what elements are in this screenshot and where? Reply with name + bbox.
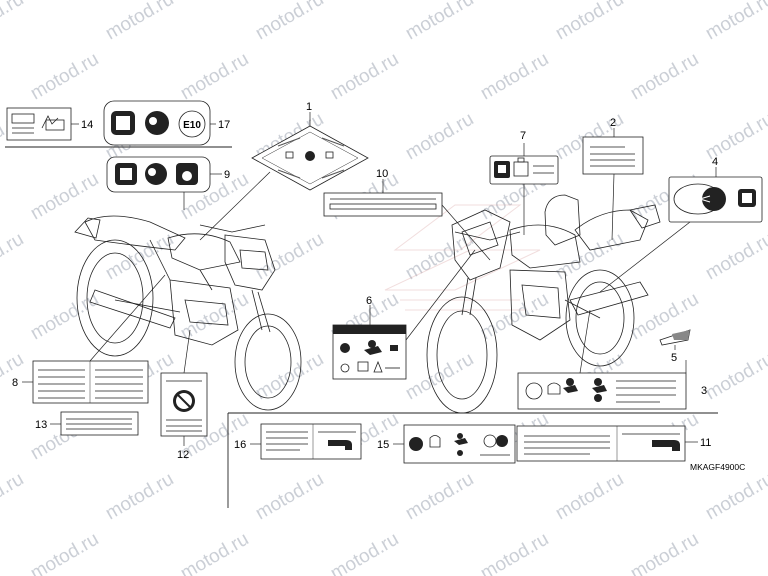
label-8-info-decal bbox=[32, 360, 149, 404]
label-10-strip-decal bbox=[323, 192, 443, 217]
callout-number-1: 1 bbox=[306, 101, 312, 113]
callout-number-9: 9 bbox=[224, 169, 230, 181]
callout-number-8: 8 bbox=[12, 377, 18, 389]
callout-number-12: 12 bbox=[177, 449, 189, 461]
callout-number-4: 4 bbox=[712, 156, 718, 168]
label-16-info-decal bbox=[260, 423, 362, 460]
watermark-text: motod.ru bbox=[327, 529, 402, 576]
watermark-text: motod.ru bbox=[0, 229, 27, 285]
watermark-text: motod.ru bbox=[0, 469, 27, 525]
label-17-fuel-icons-decal: E10 bbox=[103, 100, 211, 146]
watermark-text: motod.ru bbox=[627, 49, 702, 105]
watermark-text: motod.ru bbox=[252, 0, 327, 44]
watermark-text: motod.ru bbox=[27, 49, 102, 105]
callout-number-2: 2 bbox=[610, 117, 616, 129]
watermark-text: motod.ru bbox=[252, 229, 327, 285]
label-7-luggage-decal bbox=[489, 155, 559, 185]
watermark-text: motod.ru bbox=[702, 0, 768, 44]
watermark-text: motod.ru bbox=[402, 0, 477, 44]
callout-number-3: 3 bbox=[701, 385, 707, 397]
watermark-text: motod.ru bbox=[27, 169, 102, 225]
watermark-text: motod.ru bbox=[252, 349, 327, 405]
watermark-text: motod.ru bbox=[702, 349, 768, 405]
label-13-strip-decal bbox=[60, 411, 139, 436]
watermark-text: motod.ru bbox=[477, 49, 552, 105]
watermark-text: motod.ru bbox=[27, 289, 102, 345]
watermark-text: motod.ru bbox=[702, 469, 768, 525]
watermark-text: motod.ru bbox=[327, 49, 402, 105]
callout-number-7: 7 bbox=[520, 130, 526, 142]
diagram-code: MKAGF4900C bbox=[690, 462, 745, 472]
left-motorcycle-illustration bbox=[74, 215, 302, 411]
watermark-text: motod.ru bbox=[177, 529, 252, 576]
label-12-warning-decal bbox=[160, 372, 208, 437]
watermark-text: motod.ru bbox=[402, 229, 477, 285]
watermark-text: motod.ru bbox=[402, 109, 477, 165]
watermark-text: motod.ru bbox=[477, 529, 552, 576]
label-2-brand-decal bbox=[582, 136, 644, 175]
label-5-strip-decal bbox=[659, 329, 691, 346]
watermark-text: motod.ru bbox=[27, 529, 102, 576]
watermark-text: motod.ru bbox=[102, 469, 177, 525]
watermark-text: motod.ru bbox=[627, 529, 702, 576]
watermark-text: motod.ru bbox=[252, 469, 327, 525]
callout-number-15: 15 bbox=[377, 439, 389, 451]
watermark-text: motod.ru bbox=[702, 229, 768, 285]
callout-number-14: 14 bbox=[81, 119, 93, 131]
callout-number-16: 16 bbox=[234, 439, 246, 451]
right-motorcycle-illustration bbox=[426, 194, 661, 414]
label-3-riding-info-decal bbox=[517, 372, 687, 410]
callout-number-10: 10 bbox=[376, 168, 388, 180]
callout-number-17: 17 bbox=[218, 119, 230, 131]
callout-number-6: 6 bbox=[366, 295, 372, 307]
watermark-text: motod.ru bbox=[177, 289, 252, 345]
watermark-text: motod.ru bbox=[102, 0, 177, 44]
watermark-text: motod.ru bbox=[552, 469, 627, 525]
callout-number-13: 13 bbox=[35, 419, 47, 431]
watermark-text: motod.ru bbox=[627, 289, 702, 345]
callout-number-5: 5 bbox=[671, 352, 677, 364]
label-6-warning-decal bbox=[332, 324, 407, 380]
label-4-chain-decal bbox=[668, 176, 763, 223]
callout-leader-lines bbox=[22, 112, 717, 446]
label-11-info-decal bbox=[516, 425, 686, 462]
watermark-text: motod.ru bbox=[402, 469, 477, 525]
e10-fuel-text: E10 bbox=[183, 120, 201, 131]
watermark-text: motod.ru bbox=[552, 0, 627, 44]
label-1-diamond-decal bbox=[251, 125, 369, 191]
label-14-info-decal bbox=[6, 107, 72, 141]
watermark-text: motod.ru bbox=[177, 49, 252, 105]
label-15-riding-info-decal bbox=[403, 424, 516, 464]
ghost-brand-logo bbox=[384, 204, 541, 311]
callout-number-11: 11 bbox=[700, 437, 711, 449]
watermark-text: motod.ru bbox=[0, 0, 27, 44]
label-9-fuel-icons-decal bbox=[106, 156, 211, 193]
